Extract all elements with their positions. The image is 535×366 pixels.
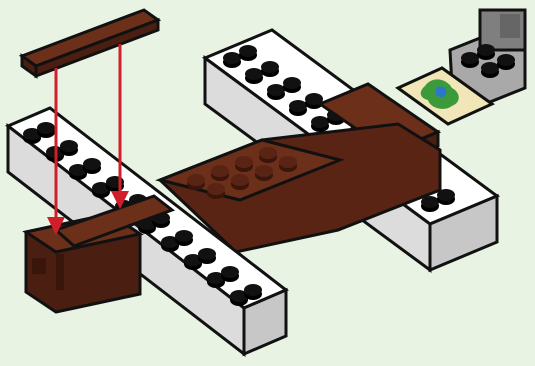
stud <box>497 54 515 70</box>
stud <box>211 165 229 181</box>
stud <box>244 284 262 300</box>
stud <box>289 100 307 116</box>
stud <box>311 116 329 132</box>
stud <box>239 45 257 61</box>
stud <box>267 84 285 100</box>
brown-tile-floating <box>22 10 158 76</box>
stud <box>305 93 323 109</box>
stud <box>198 248 216 264</box>
stud <box>37 122 55 138</box>
stud <box>187 174 205 190</box>
stud <box>60 140 78 156</box>
stud <box>235 156 253 172</box>
stud <box>477 44 495 60</box>
stud <box>283 77 301 93</box>
stud <box>245 68 263 84</box>
stud <box>261 61 279 77</box>
stud <box>231 174 249 190</box>
stud <box>221 266 239 282</box>
stud <box>207 183 225 199</box>
stud <box>223 52 241 68</box>
stud <box>175 230 193 246</box>
stud <box>279 156 297 172</box>
stud <box>481 62 499 78</box>
stud <box>255 165 273 181</box>
stud <box>83 158 101 174</box>
stud <box>461 52 479 68</box>
stud <box>259 147 277 163</box>
stud <box>421 196 439 212</box>
